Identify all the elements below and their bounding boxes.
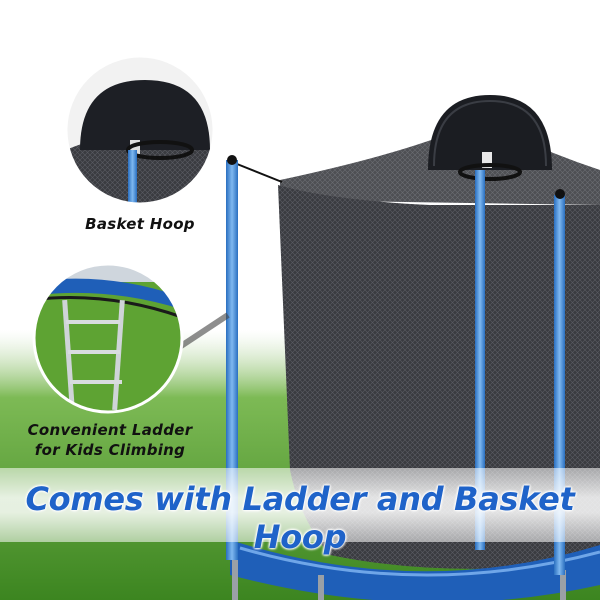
- caption-basket-hoop: Basket Hoop: [85, 215, 195, 233]
- hoop-inset: [66, 56, 214, 204]
- headline-text: Comes with Ladder and Basket Hoop: [25, 480, 575, 556]
- pole-left: [226, 160, 238, 560]
- hoop-rim: [458, 163, 522, 181]
- leg: [560, 570, 566, 600]
- headline-banner: [0, 468, 600, 542]
- ladder-inset: [34, 264, 182, 412]
- caption-ladder: Convenient Ladder for Kids Climbing: [10, 420, 210, 460]
- leg: [318, 575, 324, 600]
- leg: [232, 560, 238, 600]
- backboard: [428, 95, 552, 170]
- pole-right: [554, 195, 565, 575]
- caption-ladder-line1: Convenient Ladder: [27, 421, 193, 439]
- caption-ladder-line2: for Kids Climbing: [34, 441, 186, 459]
- pole-center: [475, 170, 485, 550]
